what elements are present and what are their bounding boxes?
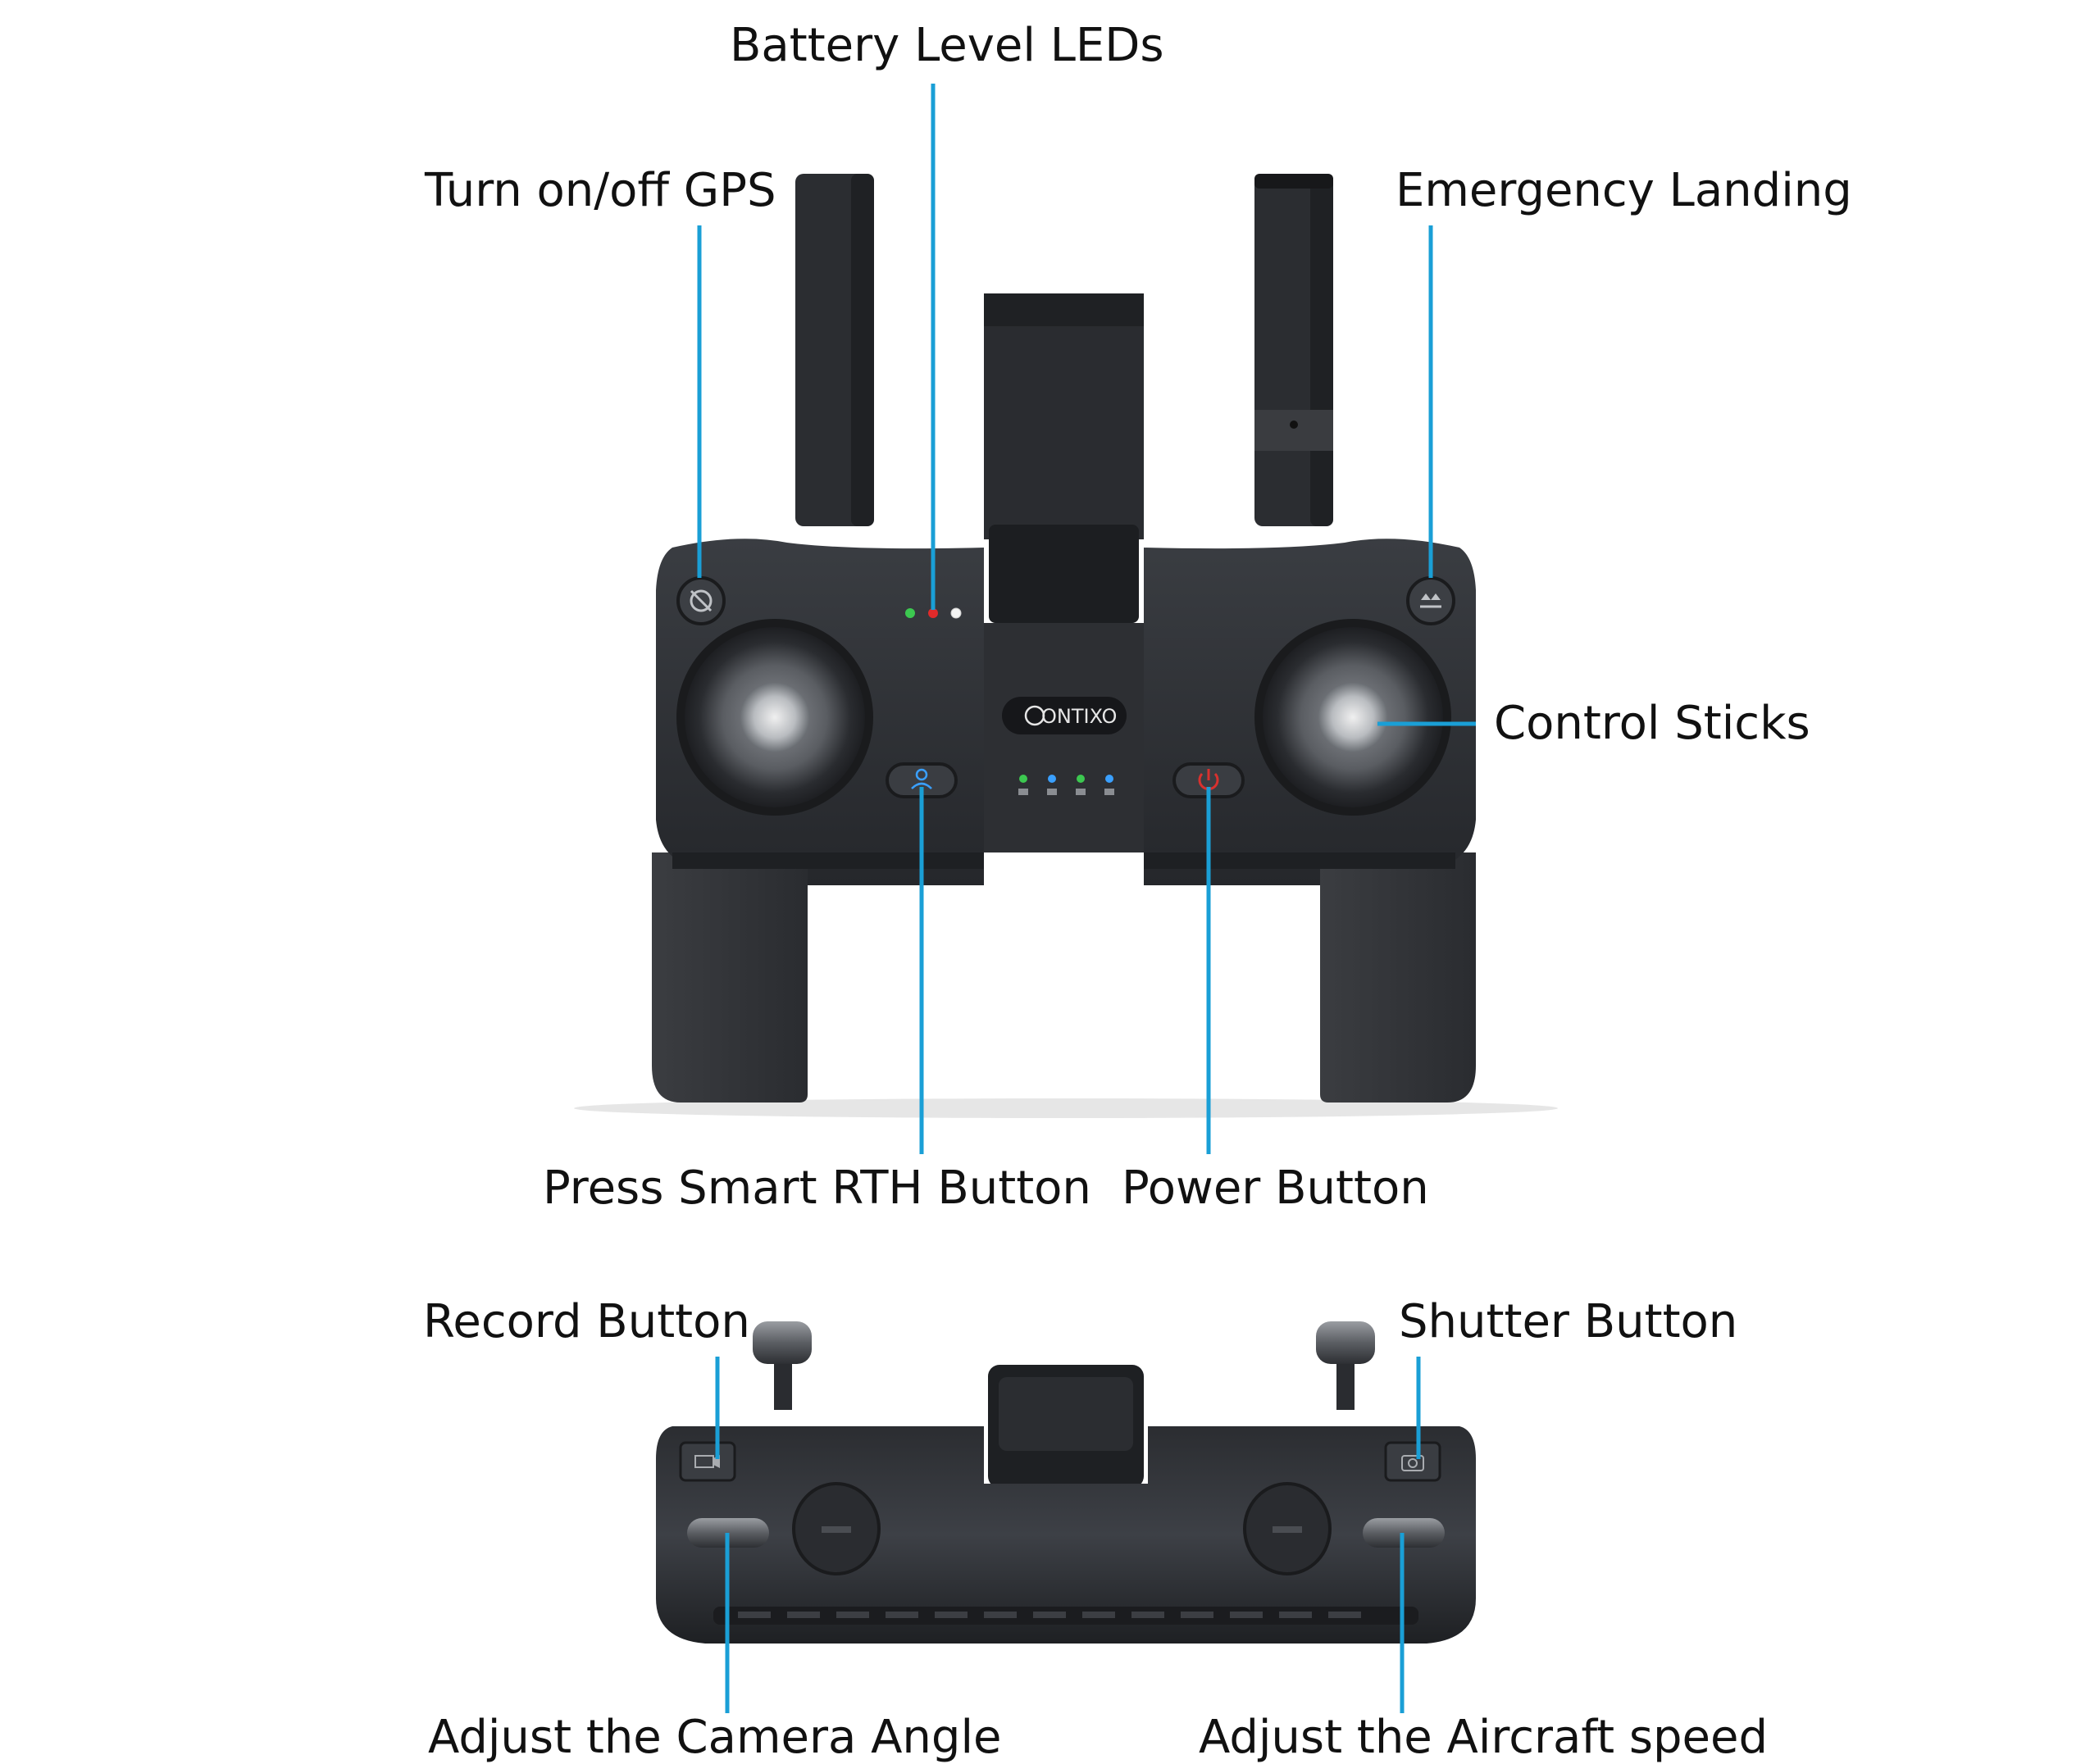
- brand-text: ONTIXO: [1041, 705, 1117, 728]
- label-battery-leds: Battery Level LEDs: [730, 19, 1164, 72]
- gps-icon: [690, 589, 713, 612]
- label-shutter-button: Shutter Button: [1399, 1295, 1738, 1348]
- phone-holder: [984, 293, 1144, 539]
- label-power-button: Power Button: [1122, 1162, 1429, 1215]
- controller-top-view: ONTIXO: [574, 174, 1558, 1118]
- right-control-stick[interactable]: [1318, 683, 1387, 752]
- label-control-sticks: Control Sticks: [1494, 697, 1810, 750]
- front-body: [656, 1426, 1476, 1644]
- label-smart-rth: Press Smart RTH Button: [543, 1162, 1091, 1215]
- shutter-button[interactable]: [1384, 1441, 1441, 1482]
- left-control-stick[interactable]: [740, 683, 809, 752]
- label-emergency-landing: Emergency Landing: [1396, 164, 1852, 217]
- battery-level-leds: [905, 607, 962, 619]
- left-stick-knob: [753, 1321, 812, 1364]
- shutter-icon: [1401, 1455, 1424, 1471]
- rth-icon: [911, 768, 932, 789]
- callout-lines: [697, 84, 1476, 1713]
- record-button[interactable]: [679, 1441, 736, 1482]
- label-record-button: Record Button: [423, 1295, 750, 1348]
- status-leds: [1018, 775, 1114, 795]
- emergency-landing-icon: [1420, 593, 1441, 608]
- left-grip: [652, 852, 808, 1102]
- vent-slots: [738, 1612, 1361, 1618]
- controller-front-view: [656, 1321, 1476, 1644]
- gps-button[interactable]: [676, 576, 726, 625]
- label-camera-angle: Adjust the Camera Angle: [428, 1711, 1002, 1764]
- brand-logo: ONTIXO: [1002, 697, 1127, 734]
- right-stick-knob: [1316, 1321, 1375, 1364]
- emergency-landing-button[interactable]: [1406, 576, 1455, 625]
- right-grip: [1320, 852, 1476, 1102]
- label-aircraft-speed: Adjust the Aircraft speed: [1199, 1711, 1769, 1764]
- label-gps: Turn on/off GPS: [425, 164, 776, 217]
